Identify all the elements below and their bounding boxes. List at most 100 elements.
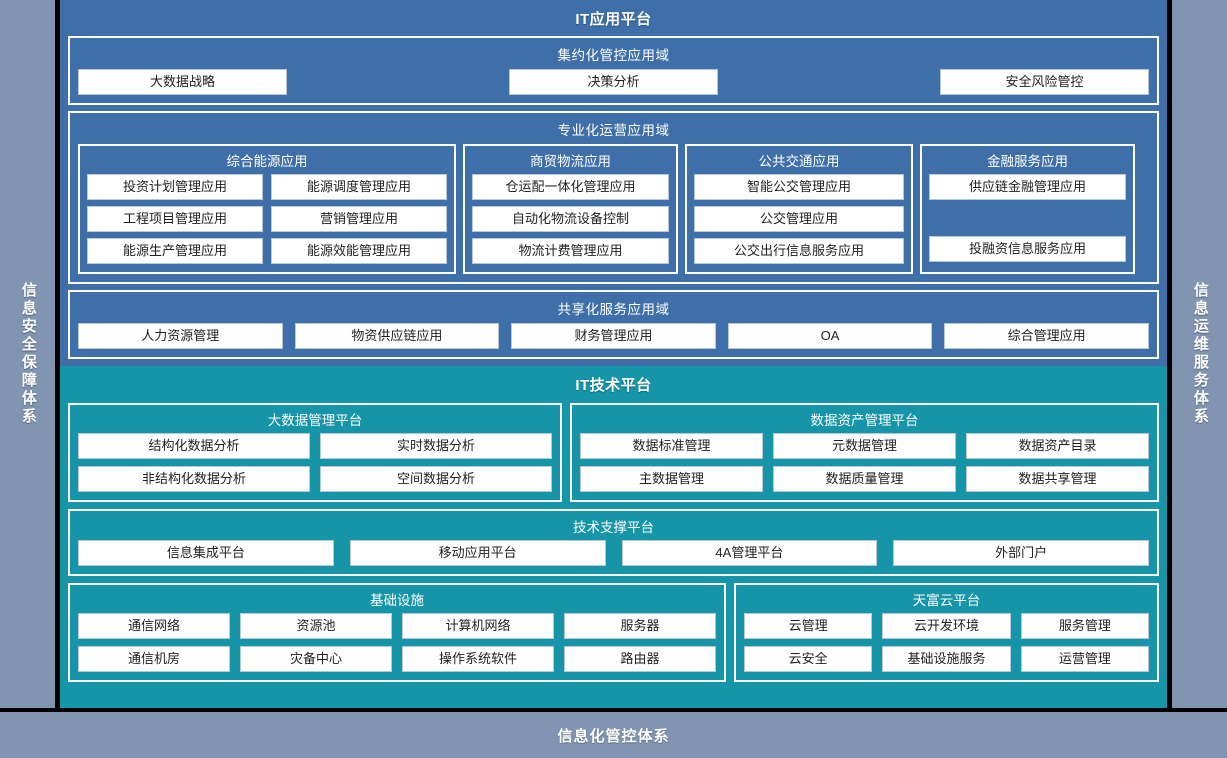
tech-platform-title: IT技术平台 [575,377,652,394]
domain-shared-services: 共享化服务应用域 人力资源管理 物资供应链应用 财务管理应用 OA 综合管理应用 [68,290,1159,359]
platform-big-data-management-title: 大数据管理平台 [267,413,363,428]
group-financial-services-title: 金融服务应用 [987,154,1068,169]
tech-chip-router[interactable]: 路由器 [564,646,716,672]
domain-professional-operations-title: 专业化运营应用域 [557,123,670,138]
tech-chip-information-integration-platform[interactable]: 信息集成平台 [78,540,334,566]
app-chip-financial-spacer [929,206,1126,230]
tech-chip-data-standard-mgmt[interactable]: 数据标准管理 [580,433,763,459]
group-trade-logistics-items: 仓运配一体化管理应用 自动化物流设备控制 物流计费管理应用 [472,174,669,264]
platform-big-data-management: 大数据管理平台 结构化数据分析 实时数据分析 非结构化数据分析 空间数据分析 [68,403,562,502]
domain-intensive-control: 集约化管控应用域 大数据战略 决策分析 安全风险管控 [68,36,1159,105]
app-chip-energy-production-mgmt[interactable]: 能源生产管理应用 [87,238,263,264]
data-platform-columns: 大数据管理平台 结构化数据分析 实时数据分析 非结构化数据分析 空间数据分析 数… [68,403,1159,502]
app-chip-energy-efficiency-mgmt[interactable]: 能源效能管理应用 [271,238,447,264]
platform-infrastructure-title: 基础设施 [370,593,424,608]
platform-infrastructure: 基础设施 通信网络 资源池 计算机网络 服务器 通信机房 灾备中心 操作系统软件… [68,583,726,682]
app-chip-oa[interactable]: OA [727,323,933,349]
app-chip-logistics-billing-mgmt[interactable]: 物流计费管理应用 [472,238,669,264]
app-chip-marketing-mgmt[interactable]: 营销管理应用 [271,206,447,232]
app-chip-security-risk-control[interactable]: 安全风险管控 [940,69,1149,95]
tech-chip-unstructured-data-analysis[interactable]: 非结构化数据分析 [78,466,310,492]
right-rail-label: 信息运维服务体系 [1191,282,1209,426]
platform-tianfu-cloud: 天富云平台 云管理 云开发环境 服务管理 云安全 基础设施服务 运营管理 [734,583,1159,682]
tech-chip-communication-room[interactable]: 通信机房 [78,646,230,672]
app-chip-energy-dispatch-mgmt[interactable]: 能源调度管理应用 [271,174,447,200]
app-chip-smart-bus-mgmt[interactable]: 智能公交管理应用 [694,174,904,200]
professional-operations-groups: 综合能源应用 投资计划管理应用 能源调度管理应用 工程项目管理应用 营销管理应用… [78,144,1149,274]
group-integrated-energy: 综合能源应用 投资计划管理应用 能源调度管理应用 工程项目管理应用 营销管理应用… [78,144,456,274]
group-public-transport: 公共交通应用 智能公交管理应用 公交管理应用 公交出行信息服务应用 [685,144,913,274]
it-application-platform: IT应用平台 集约化管控应用域 大数据战略 决策分析 安全风险管控 专业化运营应… [60,0,1167,366]
tech-chip-mobile-application-platform[interactable]: 移动应用平台 [349,540,606,566]
tech-chip-operations-management[interactable]: 运营管理 [1020,646,1149,672]
group-public-transport-title: 公共交通应用 [758,154,840,169]
tech-row-infrastructure: 基础设施 通信网络 资源池 计算机网络 服务器 通信机房 灾备中心 操作系统软件… [68,583,1159,682]
tech-chip-metadata-mgmt[interactable]: 元数据管理 [773,433,956,459]
platform-data-asset-management-title: 数据资产管理平台 [810,413,919,428]
infrastructure-columns: 基础设施 通信网络 资源池 计算机网络 服务器 通信机房 灾备中心 操作系统软件… [68,583,1159,682]
app-chip-automated-logistics-equipment[interactable]: 自动化物流设备控制 [472,206,669,232]
domain-shared-services-items: 人力资源管理 物资供应链应用 财务管理应用 OA 综合管理应用 [78,323,1149,349]
bottom-governance-label: 信息化管控体系 [557,727,670,745]
app-chip-bus-mgmt[interactable]: 公交管理应用 [694,206,904,232]
app-chip-finance-mgmt[interactable]: 财务管理应用 [511,323,716,349]
app-chip-big-data-strategy[interactable]: 大数据战略 [78,69,287,95]
left-rail-information-security: 信息安全保障体系 [0,0,55,708]
tech-chip-computer-network[interactable]: 计算机网络 [402,613,554,639]
bottom-governance-bar: 信息化管控体系 [0,708,1227,758]
app-chip-human-resources-mgmt[interactable]: 人力资源管理 [78,323,283,349]
group-trade-logistics-title: 商贸物流应用 [530,154,611,169]
tech-chip-master-data-mgmt[interactable]: 主数据管理 [580,466,763,492]
platform-tianfu-cloud-title: 天富云平台 [912,593,981,608]
platform-infrastructure-items: 通信网络 资源池 计算机网络 服务器 通信机房 灾备中心 操作系统软件 路由器 [78,613,716,672]
tech-chip-cloud-security[interactable]: 云安全 [744,646,873,672]
right-rail-divider [1167,0,1172,708]
tech-row-data-platforms: 大数据管理平台 结构化数据分析 实时数据分析 非结构化数据分析 空间数据分析 数… [68,403,1159,502]
platform-technical-support-items: 信息集成平台 移动应用平台 4A管理平台 外部门户 [78,540,1149,566]
app-chip-bus-travel-info-service[interactable]: 公交出行信息服务应用 [694,238,904,264]
tech-chip-data-sharing-mgmt[interactable]: 数据共享管理 [966,466,1149,492]
platform-technical-support-title: 技术支撑平台 [573,520,654,535]
app-chip-supply-chain-finance-mgmt[interactable]: 供应链金融管理应用 [929,174,1126,200]
tech-chip-4a-management-platform[interactable]: 4A管理平台 [621,540,878,566]
app-platform-title: IT应用平台 [575,11,652,28]
tech-chip-data-quality-mgmt[interactable]: 数据质量管理 [773,466,956,492]
group-integrated-energy-items: 投资计划管理应用 能源调度管理应用 工程项目管理应用 营销管理应用 能源生产管理… [87,174,447,264]
center-column: IT应用平台 集约化管控应用域 大数据战略 决策分析 安全风险管控 专业化运营应… [60,0,1167,708]
app-chip-investment-financing-info-service[interactable]: 投融资信息服务应用 [929,236,1126,262]
tech-chip-data-asset-catalog[interactable]: 数据资产目录 [966,433,1149,459]
app-chip-comprehensive-mgmt[interactable]: 综合管理应用 [944,323,1149,349]
domain-intensive-control-title: 集约化管控应用域 [557,48,670,63]
platform-data-asset-management: 数据资产管理平台 数据标准管理 元数据管理 数据资产目录 主数据管理 数据质量管… [570,403,1159,502]
tech-chip-cloud-dev-environment[interactable]: 云开发环境 [882,613,1011,639]
tech-chip-service-management[interactable]: 服务管理 [1020,613,1149,639]
tech-chip-operating-system-software[interactable]: 操作系统软件 [402,646,554,672]
it-technology-platform: IT技术平台 大数据管理平台 结构化数据分析 实时数据分析 非结构化数据分析 空… [60,366,1167,708]
platform-data-asset-management-items: 数据标准管理 元数据管理 数据资产目录 主数据管理 数据质量管理 数据共享管理 [580,433,1149,492]
platform-technical-support: 技术支撑平台 信息集成平台 移动应用平台 4A管理平台 外部门户 [68,509,1159,576]
tech-chip-infrastructure-service[interactable]: 基础设施服务 [882,646,1011,672]
tech-chip-communication-network[interactable]: 通信网络 [78,613,230,639]
tech-chip-external-portal[interactable]: 外部门户 [893,540,1149,566]
app-chip-integrated-warehouse-transport[interactable]: 仓运配一体化管理应用 [472,174,669,200]
domain-professional-operations: 专业化运营应用域 综合能源应用 投资计划管理应用 能源调度管理应用 工程项目管理… [68,111,1159,284]
left-rail-divider [55,0,60,708]
left-rail-label: 信息安全保障体系 [19,282,37,426]
domain-intensive-control-items: 大数据战略 决策分析 安全风险管控 [78,69,1149,95]
app-chip-decision-analysis[interactable]: 决策分析 [509,69,718,95]
group-integrated-energy-title: 综合能源应用 [226,154,308,169]
app-chip-material-supply-chain[interactable]: 物资供应链应用 [294,323,500,349]
group-trade-logistics: 商贸物流应用 仓运配一体化管理应用 自动化物流设备控制 物流计费管理应用 [463,144,678,274]
app-chip-investment-plan-mgmt[interactable]: 投资计划管理应用 [87,174,263,200]
domain-shared-services-title: 共享化服务应用域 [557,302,670,317]
app-chip-engineering-project-mgmt[interactable]: 工程项目管理应用 [87,206,263,232]
tech-chip-resource-pool[interactable]: 资源池 [240,613,392,639]
tech-chip-server[interactable]: 服务器 [564,613,716,639]
group-financial-services-items: 供应链金融管理应用 投融资信息服务应用 [929,174,1126,262]
tech-chip-realtime-data-analysis[interactable]: 实时数据分析 [320,433,552,459]
tech-chip-spatial-data-analysis[interactable]: 空间数据分析 [320,466,552,492]
tech-chip-structured-data-analysis[interactable]: 结构化数据分析 [78,433,310,459]
tech-chip-disaster-recovery-center[interactable]: 灾备中心 [240,646,392,672]
tech-chip-cloud-management[interactable]: 云管理 [744,613,873,639]
